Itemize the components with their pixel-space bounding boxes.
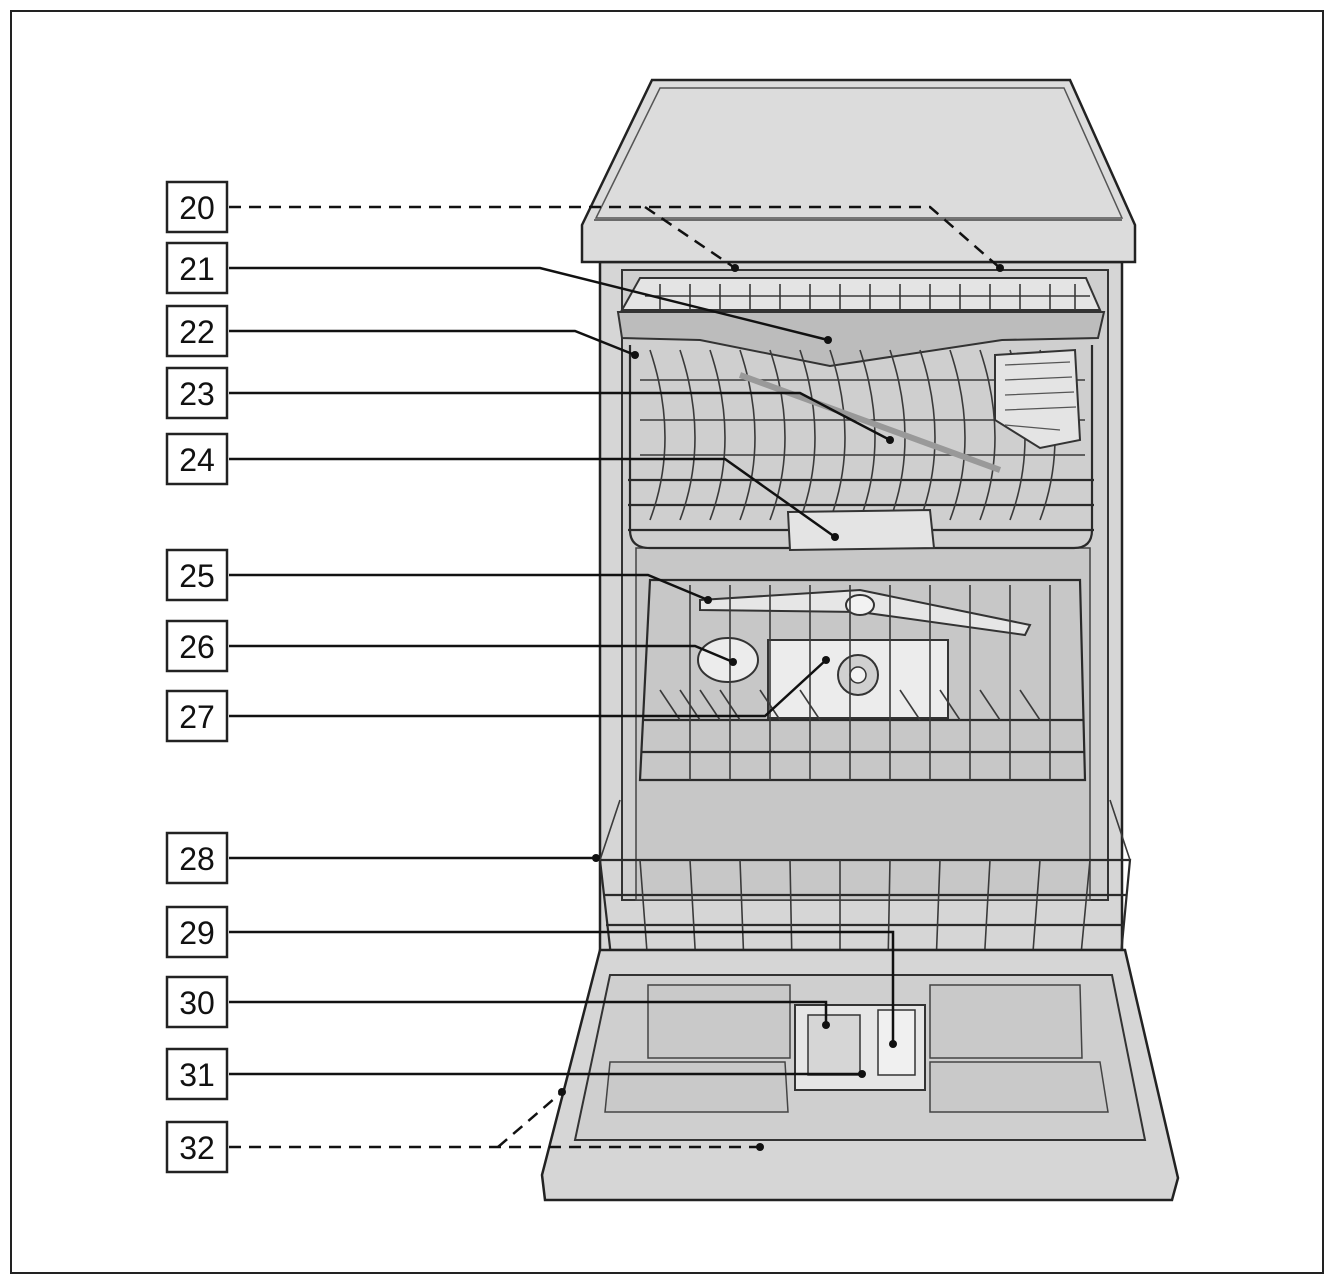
leader-27 [229, 659, 827, 718]
callout-number: 25 [179, 558, 215, 594]
dishwasher-illustration [540, 78, 1180, 1202]
leader-22 [229, 329, 636, 357]
leader-30 [229, 1000, 828, 1025]
callout-labels: 20 21 22 23 24 25 26 27 [165, 180, 229, 1174]
callout-number: 29 [179, 915, 215, 951]
callout-27: 27 [165, 689, 229, 743]
leader-25 [229, 573, 709, 602]
callout-32: 32 [165, 1120, 229, 1174]
callout-number: 20 [179, 190, 215, 226]
callout-number: 23 [179, 376, 215, 412]
callout-number: 21 [179, 251, 215, 287]
leader-20b [644, 205, 736, 270]
callout-29: 29 [165, 905, 229, 959]
callout-number: 32 [179, 1130, 215, 1166]
callout-number: 30 [179, 985, 215, 1021]
callout-21: 21 [165, 241, 229, 295]
callout-20: 20 [165, 180, 229, 234]
leader-20a [229, 205, 1001, 269]
top-spray-housing [786, 508, 936, 552]
leader-24 [229, 457, 836, 539]
callout-26: 26 [165, 619, 229, 673]
leader-32b [497, 1091, 563, 1148]
lower-basket [638, 578, 1087, 782]
worktop [580, 78, 1137, 264]
callout-28: 28 [165, 831, 229, 885]
callout-number: 26 [179, 629, 215, 665]
callout-31: 31 [165, 1047, 229, 1101]
leader-26 [229, 644, 734, 664]
callout-25: 25 [165, 548, 229, 602]
leader-21 [229, 266, 829, 342]
leader-lines [229, 205, 1004, 1151]
callout-24: 24 [165, 432, 229, 486]
cutlery-drawer [616, 277, 1106, 368]
callout-23: 23 [165, 366, 229, 420]
callout-22: 22 [165, 304, 229, 358]
callout-number: 31 [179, 1057, 215, 1093]
callout-number: 22 [179, 314, 215, 350]
leader-29 [229, 930, 895, 1044]
leader-23 [229, 391, 891, 442]
callout-number: 24 [179, 442, 215, 478]
callout-30: 30 [165, 975, 229, 1029]
callout-number: 28 [179, 841, 215, 877]
callout-number: 27 [179, 699, 215, 735]
